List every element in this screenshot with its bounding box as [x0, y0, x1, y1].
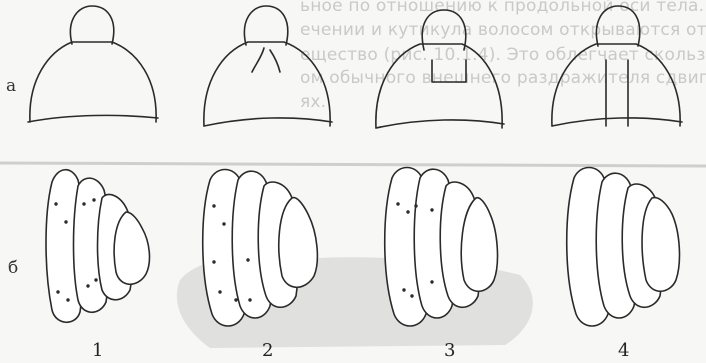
print-divider-line [0, 163, 706, 166]
head-2 [204, 6, 332, 126]
roll-4 [567, 168, 680, 327]
head-4 [552, 6, 682, 126]
figure-number-2: 2 [262, 340, 273, 361]
figure-number-4: 4 [618, 340, 629, 361]
head-1 [28, 6, 158, 122]
figure-number-3: 3 [444, 340, 455, 361]
row-label-a: а [6, 76, 16, 96]
row-label-b: б [8, 258, 18, 278]
head-3 [376, 10, 504, 128]
roll-1 [46, 170, 149, 323]
figure-number-1: 1 [92, 340, 103, 361]
